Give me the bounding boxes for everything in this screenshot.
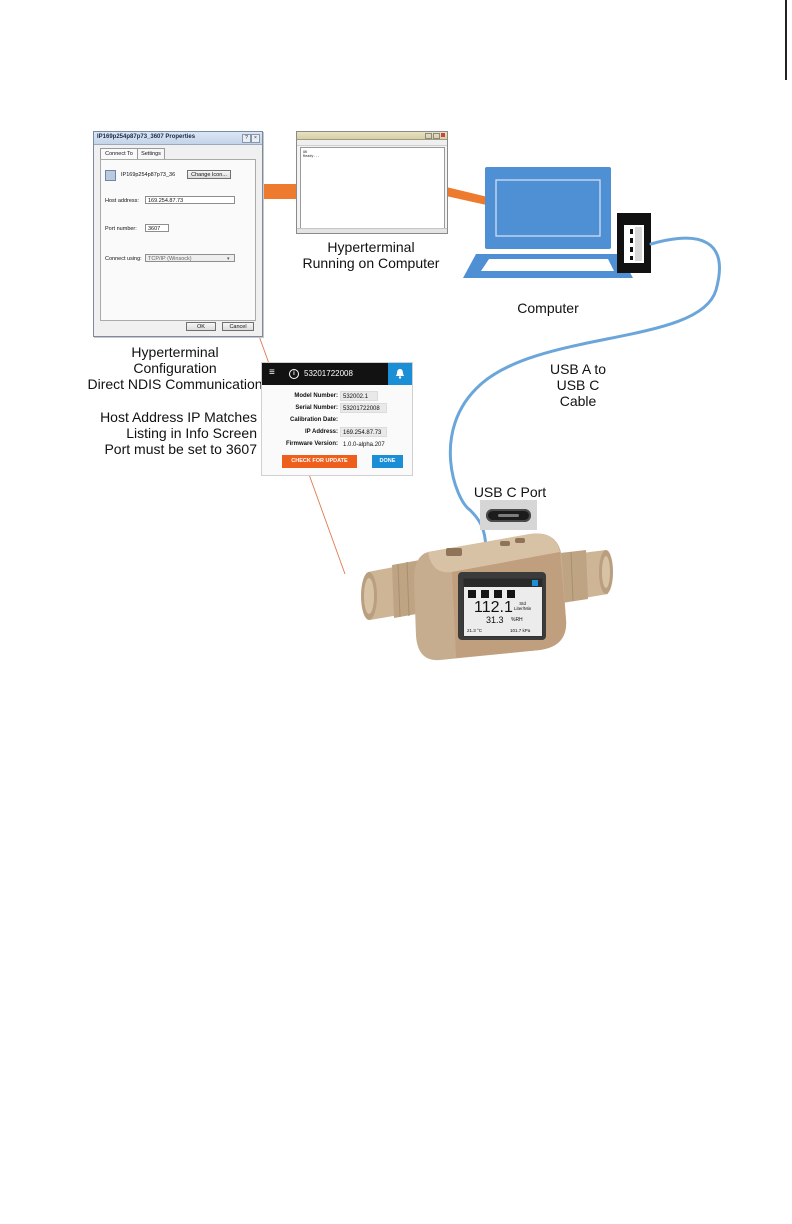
model-number-value: 532002.1 [340,391,378,401]
usb-c-receptacle [486,509,531,522]
serial-number-value: 53201722008 [340,403,387,413]
model-number-label: Model Number: [294,393,338,399]
port-number-field[interactable]: 3607 [145,224,169,232]
hyperterminal-window: OK Ready... [296,131,448,234]
device-notification-icon [532,580,538,586]
help-button[interactable]: ? [242,134,251,143]
notification-button[interactable] [388,363,412,385]
ip-address-value: 169.254.87.73 [340,427,387,437]
cancel-button[interactable]: Cancel [222,322,254,331]
change-icon-button[interactable]: Change Icon... [187,170,231,179]
hyperterminal-menubar[interactable] [297,140,447,146]
dialog-title: IP169p254p87p73_3607 Properties [97,134,196,140]
caption-hyperterminal-running: Hyperterminal Running on Computer [302,239,440,271]
properties-dialog: IP169p254p87p73_3607 Properties ? × Conn… [93,131,263,337]
caption-host-address-note: Host Address IP Matches Listing in Info … [100,409,257,457]
chevron-down-icon: ▾ [227,256,230,262]
device-status-bar [464,579,542,587]
usb-c-port-photo [480,500,537,530]
connect-using-label: Connect using: [105,256,142,262]
device-indicator-square [481,590,489,598]
device-indicator-square [468,590,476,598]
caption-hyperterminal-config: Hyperterminal Configuration Direct NDIS … [87,344,263,392]
hyperterminal-statusbar [297,228,447,233]
device-rh-unit: %RH [511,617,523,623]
port-number-label: Port number: [105,226,137,232]
laptop-icon [463,167,633,278]
tab-settings[interactable]: Settings [137,148,165,159]
done-button[interactable]: DONE [372,455,403,468]
host-address-field[interactable]: 169.254.87.73 [145,196,235,204]
page-edge-tab [785,0,787,80]
dialog-titlebar: IP169p254p87p73_3607 Properties ? × [94,132,262,145]
device-indicator-square [507,590,515,598]
device-temperature: 21.3 °C [467,628,483,633]
info-header-title: 53201722008 [304,369,353,378]
close-button[interactable] [441,133,445,137]
caption-cable: USB A to USB C Cable [549,361,607,409]
usb-cable [448,236,721,550]
hamburger-menu-icon[interactable]: ≡ [269,367,275,378]
caption-usb-c-port: USB C Port [473,484,547,500]
info-icon: i [289,369,299,379]
connection-icon [105,170,116,181]
hyperterminal-titlebar [297,132,447,140]
dialog-body: IP169p254p87p73_36 Change Icon... Host a… [100,159,256,321]
info-screen: ≡ i 53201722008 Model Number: 532002.1 S… [261,362,413,476]
bell-icon [396,369,404,379]
firmware-version-label: Firmware Version: [285,441,338,447]
ok-button[interactable]: OK [186,322,216,331]
device-flow-unit: Std Liter/Min [514,601,532,611]
calibration-date-label: Calibration Date: [289,417,338,423]
usb-a-port-icon [617,213,651,273]
device-display: 112.1 Std Liter/Min 31.3 %RH 21.3 °C 101… [463,578,543,637]
firmware-version-value: 1.0.0-alpha.207 [343,442,385,448]
terminal-text: OK Ready... [303,150,320,158]
host-address-label: Host address: [105,198,139,204]
tab-connect-to[interactable]: Connect To [100,148,138,159]
connect-using-select[interactable]: TCP/IP (Winsock) [145,254,235,262]
check-for-update-button[interactable]: CHECK FOR UPDATE [282,455,357,468]
connection-name: IP169p254p87p73_36 [121,172,176,178]
device-rh-value: 31.3 [486,615,504,625]
device-flow-value: 112.1 [474,599,513,616]
hyperterminal-content[interactable]: OK Ready... [300,147,445,229]
info-header: ≡ i 53201722008 [262,363,412,385]
device-pressure: 101.7 kPa [510,628,531,633]
calibration-date-value [340,415,387,425]
ip-address-label: IP Address: [304,429,338,435]
device-indicator-square [494,590,502,598]
minimize-button[interactable] [425,133,432,139]
caption-computer: Computer [517,300,579,316]
serial-number-label: Serial Number: [295,405,338,411]
maximize-button[interactable] [433,133,440,139]
usb-c-tongue [498,514,519,517]
close-button[interactable]: × [251,134,260,143]
